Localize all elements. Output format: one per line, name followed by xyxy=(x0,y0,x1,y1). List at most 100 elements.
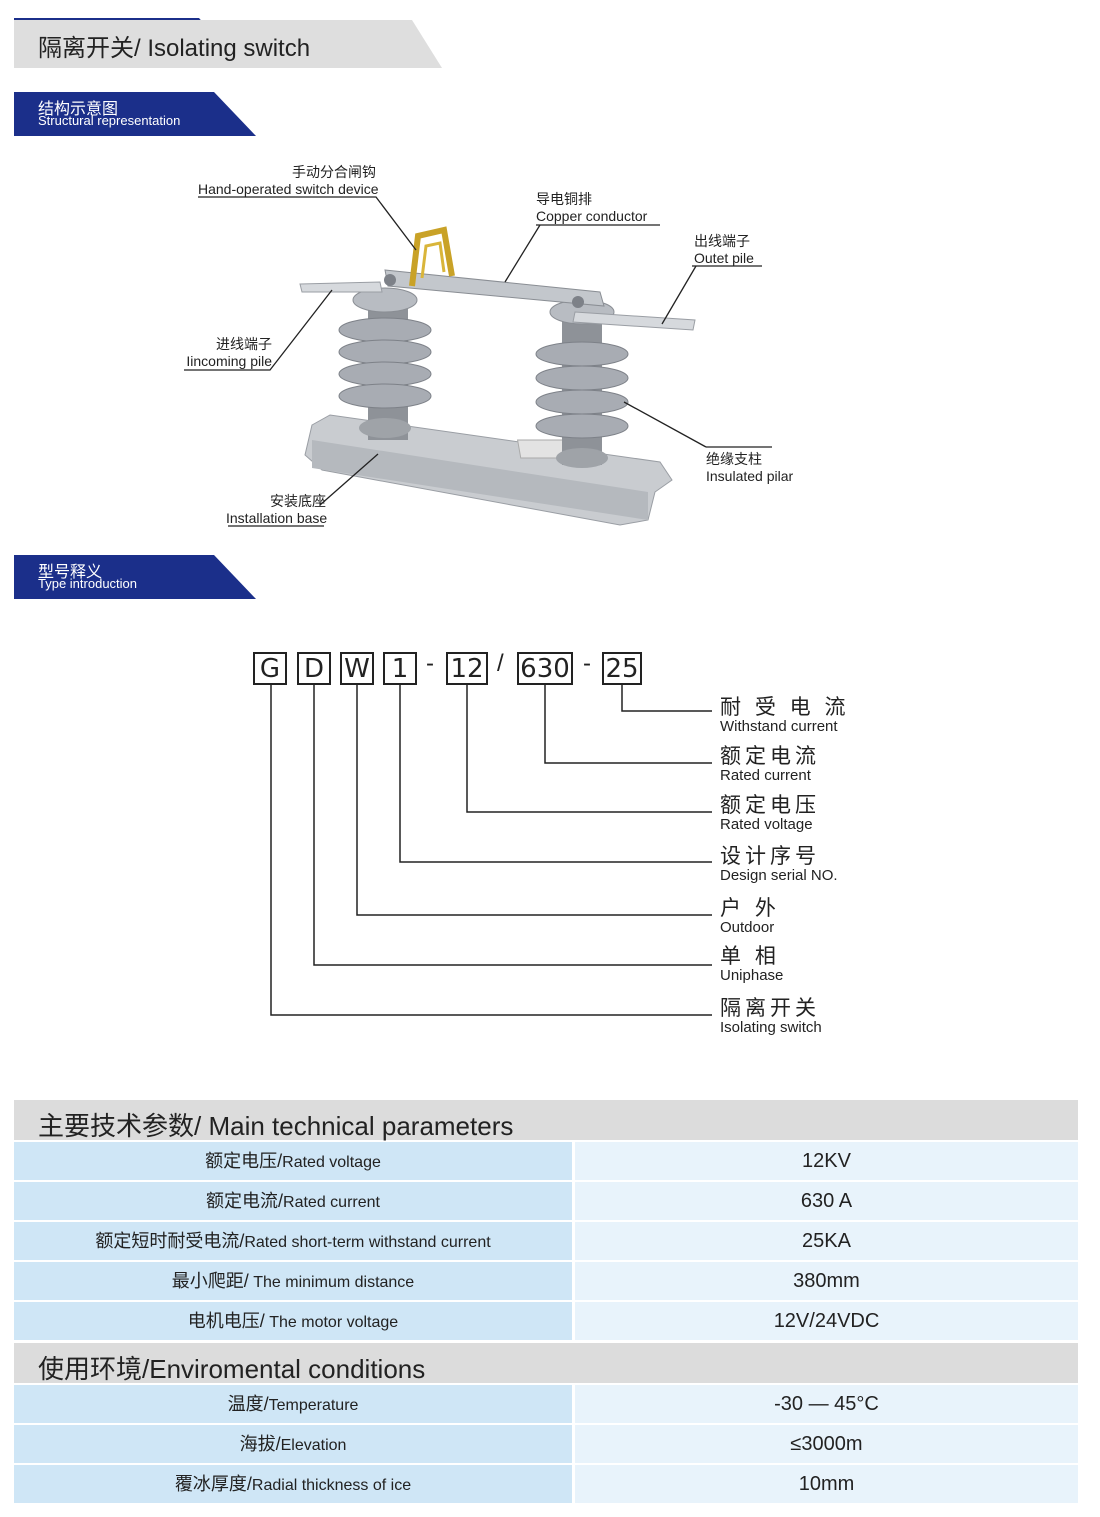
type-meaning-isolating-switch: 隔离开关 Isolating switch xyxy=(720,998,822,1036)
type-meaning-design-serial: 设计序号 Design serial NO. xyxy=(720,846,838,884)
code-separator: - xyxy=(583,650,591,677)
label-insulated-pilar: 绝缘支柱 Insulated pilar xyxy=(706,451,793,485)
env-name-zh: 温度/ xyxy=(227,1394,269,1414)
page-title: 隔离开关/ Isolating switch xyxy=(38,35,311,62)
label-insulated-en: Insulated pilar xyxy=(706,468,794,484)
main-params-header: 主要技术参数/ Main technical parameters xyxy=(14,1100,1078,1141)
param-value: 380mm xyxy=(575,1262,1078,1300)
label-copper-conductor: 导电铜排 Copper conductor xyxy=(536,191,647,225)
table-row: 海拔/Elevation ≤3000m xyxy=(14,1425,1078,1463)
main-params-title: 主要技术参数/ Main technical parameters xyxy=(38,1111,514,1141)
table-row: 温度/Temperature -30 — 45°C xyxy=(14,1385,1078,1423)
table-row: 额定短时耐受电流/Rated short-term withstand curr… xyxy=(14,1222,1078,1260)
type-meaning-en: Withstand current xyxy=(720,718,838,735)
type-meaning-en: Outdoor xyxy=(720,919,775,936)
label-installation-base: 安装底座 Installation base xyxy=(226,493,328,527)
param-name-en: The minimum distance xyxy=(248,1274,415,1291)
env-name-en: Temperature xyxy=(268,1397,359,1414)
section-title-en: Structural representation xyxy=(38,113,181,128)
param-name: 额定电流/Rated current xyxy=(14,1182,572,1220)
param-name-zh: 额定短时耐受电流/ xyxy=(95,1231,245,1251)
type-meaning-zh: 额定电流 xyxy=(720,745,820,768)
param-name-zh: 最小爬距/ xyxy=(171,1271,249,1291)
type-meaning-zh: 单 相 xyxy=(720,945,780,968)
label-base-zh: 安装底座 xyxy=(270,493,326,509)
param-name: 电机电压/ The motor voltage xyxy=(14,1302,572,1340)
type-meaning-zh: 设计序号 xyxy=(720,845,820,868)
code-box-630: 630 xyxy=(517,652,573,685)
type-meaning-uniphase: 单 相 Uniphase xyxy=(720,946,783,984)
title-banner: 隔离开关/ Isolating switch xyxy=(14,18,442,68)
label-hand-zh: 手动分合闸钩 xyxy=(292,164,376,180)
type-meaning-withstand-current: 耐 受 电 流 Withstand current xyxy=(720,697,850,735)
param-value: 12V/24VDC xyxy=(575,1302,1078,1340)
type-code-connector-lines xyxy=(270,685,712,1016)
type-meaning-en: Uniphase xyxy=(720,967,784,984)
env-value: ≤3000m xyxy=(575,1425,1078,1463)
param-name-en: The motor voltage xyxy=(264,1314,399,1331)
label-hand-operated: 手动分合闸钩 Hand-operated switch device xyxy=(198,164,379,198)
code-separator: - xyxy=(426,650,434,677)
code-box-12: 12 xyxy=(446,652,488,685)
env-name: 海拔/Elevation xyxy=(14,1425,572,1463)
label-outlet-zh: 出线端子 xyxy=(694,233,750,249)
table-row: 额定电流/Rated current 630 A xyxy=(14,1182,1078,1220)
type-meaning-en: Rated current xyxy=(720,767,811,784)
code-separator: / xyxy=(497,650,504,677)
env-name-en: Radial thickness of ice xyxy=(251,1477,412,1494)
section-title-en: Type introduction xyxy=(38,576,138,591)
code-box-w: W xyxy=(340,652,374,685)
table-row: 最小爬距/ The minimum distance 380mm xyxy=(14,1262,1078,1300)
section-title-zh: 结构示意图 xyxy=(38,101,119,118)
type-meaning-outdoor: 户 外 Outdoor xyxy=(720,898,780,936)
type-meaning-rated-voltage: 额定电压 Rated voltage xyxy=(720,795,820,833)
param-value: 25KA xyxy=(575,1222,1078,1260)
label-insulated-zh: 绝缘支柱 xyxy=(706,451,762,467)
type-meaning-zh: 额定电压 xyxy=(720,794,820,817)
code-box-g: G xyxy=(253,652,287,685)
type-meaning-rated-current: 额定电流 Rated current xyxy=(720,746,820,784)
param-name-en: Rated voltage xyxy=(282,1154,381,1171)
param-name-zh: 额定电流/ xyxy=(206,1191,284,1211)
type-meaning-en: Rated voltage xyxy=(720,816,813,833)
label-copper-zh: 导电铜排 xyxy=(536,191,592,207)
env-name: 温度/Temperature xyxy=(14,1385,572,1423)
env-value: 10mm xyxy=(575,1465,1078,1503)
param-name-zh: 额定电压/ xyxy=(205,1151,283,1171)
param-name-zh: 电机电压/ xyxy=(187,1311,265,1331)
label-incoming-pile: 进线端子 Iincoming pile xyxy=(184,336,272,370)
param-value: 12KV xyxy=(575,1142,1078,1180)
table-row: 覆冰厚度/Radial thickness of ice 10mm xyxy=(14,1465,1078,1503)
label-incoming-zh: 进线端子 xyxy=(216,336,272,352)
env-header: 使用环境/Enviromental conditions xyxy=(14,1343,1078,1384)
param-name-en: Rated short-term withstand current xyxy=(244,1234,491,1251)
env-name-zh: 覆冰厚度/ xyxy=(174,1474,252,1494)
type-meaning-zh: 耐 受 电 流 xyxy=(720,696,850,719)
label-copper-en: Copper conductor xyxy=(536,208,648,224)
env-name-en: Elevation xyxy=(280,1437,347,1454)
param-value: 630 A xyxy=(575,1182,1078,1220)
env-name: 覆冰厚度/Radial thickness of ice xyxy=(14,1465,572,1503)
label-base-en: Installation base xyxy=(226,510,328,526)
code-box-25: 25 xyxy=(602,652,642,685)
section-tag-shape xyxy=(14,555,256,599)
env-title: 使用环境/Enviromental conditions xyxy=(38,1354,426,1384)
label-hand-en: Hand-operated switch device xyxy=(198,181,379,197)
section-title-zh: 型号释义 xyxy=(38,564,103,581)
label-outlet-en: Outet pile xyxy=(694,250,754,266)
table-row: 额定电压/Rated voltage 12KV xyxy=(14,1142,1078,1180)
label-incoming-en: Iincoming pile xyxy=(186,353,272,369)
type-meaning-zh: 隔离开关 xyxy=(720,997,820,1020)
param-name: 额定电压/Rated voltage xyxy=(14,1142,572,1180)
env-name-zh: 海拔/ xyxy=(239,1434,281,1454)
section-tag-type: 型号释义 Type introduction xyxy=(14,555,256,599)
code-box-d: D xyxy=(297,652,331,685)
env-value: -30 — 45°C xyxy=(575,1385,1078,1423)
section-tag-shape xyxy=(14,92,256,136)
param-name: 额定短时耐受电流/Rated short-term withstand curr… xyxy=(14,1222,572,1260)
section-tag-structure: 结构示意图 Structural representation xyxy=(14,92,256,136)
type-meaning-en: Isolating switch xyxy=(720,1019,822,1036)
param-name: 最小爬距/ The minimum distance xyxy=(14,1262,572,1300)
type-meaning-en: Design serial NO. xyxy=(720,867,838,884)
code-box-1: 1 xyxy=(383,652,417,685)
